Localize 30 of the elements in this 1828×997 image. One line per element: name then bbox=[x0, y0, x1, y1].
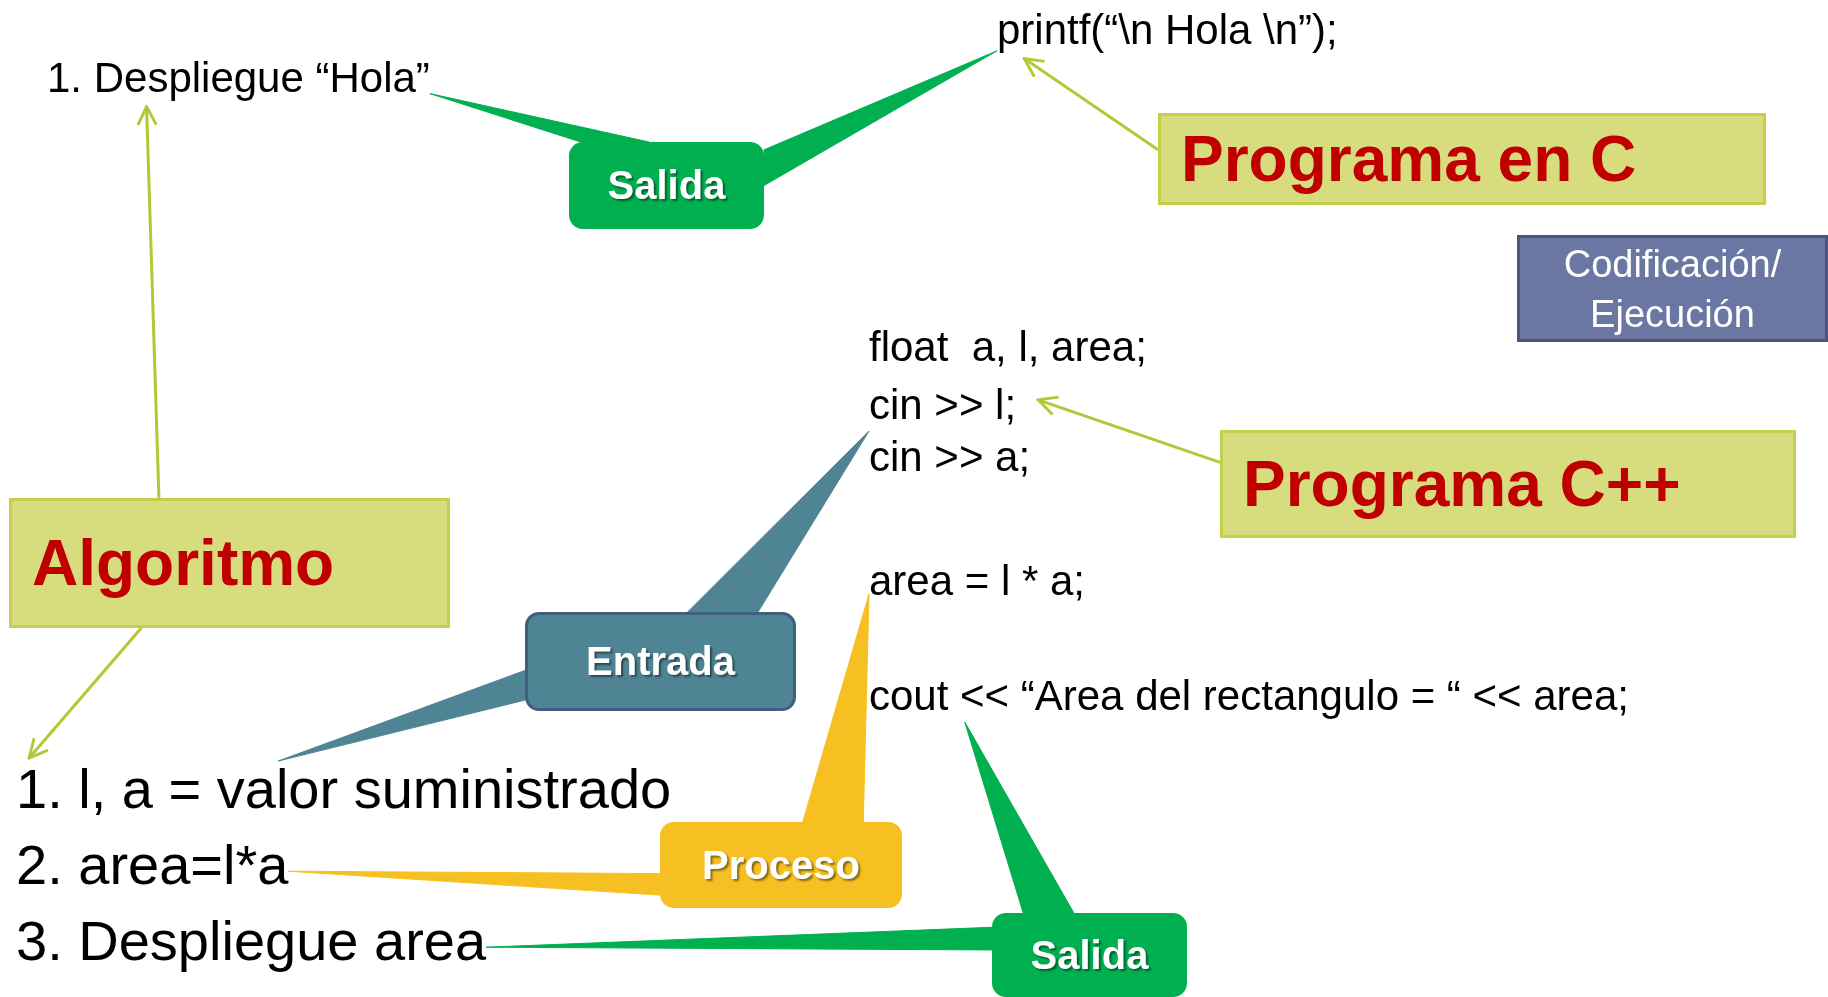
tag-box: Codificación/ Ejecución bbox=[1517, 235, 1828, 342]
algorithm-step: 3. Despliegue area bbox=[16, 910, 487, 972]
algorithm-step: 1. Despliegue “Hola” bbox=[47, 52, 430, 104]
code-line: cin >> a; bbox=[869, 432, 1031, 482]
callout-pointer bbox=[802, 593, 870, 823]
callout-pointer bbox=[277, 669, 526, 762]
algorithm-step: 1. l, a = valor suministrado bbox=[16, 758, 672, 820]
callout-label: Entrada bbox=[525, 612, 796, 711]
title-box: Programa en C bbox=[1158, 113, 1766, 205]
code-text: printf(“\n Hola \n”); bbox=[997, 4, 1338, 56]
title-box: Programa C++ bbox=[1220, 430, 1796, 538]
code-text: cout << “Area del rectangulo = “ << area; bbox=[869, 670, 1629, 722]
callout-pointer bbox=[287, 870, 661, 896]
callout-pointer bbox=[687, 430, 870, 613]
arrow bbox=[1022, 57, 1159, 152]
title-box: Algoritmo bbox=[9, 498, 450, 628]
callout-pointer bbox=[429, 93, 650, 143]
callout-pointer bbox=[485, 926, 993, 951]
code-text: float a, l, area; bbox=[869, 322, 1147, 372]
arrow bbox=[1036, 395, 1221, 464]
callout-pointer bbox=[763, 50, 998, 186]
callout-label: Salida bbox=[992, 913, 1187, 997]
callout-label: Salida bbox=[569, 142, 764, 229]
arrow bbox=[136, 105, 161, 499]
arrow bbox=[27, 627, 143, 760]
algorithm-step: 2. area=l*a bbox=[16, 834, 289, 896]
callout-label: Proceso bbox=[660, 822, 902, 908]
callout-pointer bbox=[964, 721, 1075, 914]
code-line: cin >> l; bbox=[869, 380, 1018, 430]
code-text: area = l * a; bbox=[869, 555, 1085, 607]
